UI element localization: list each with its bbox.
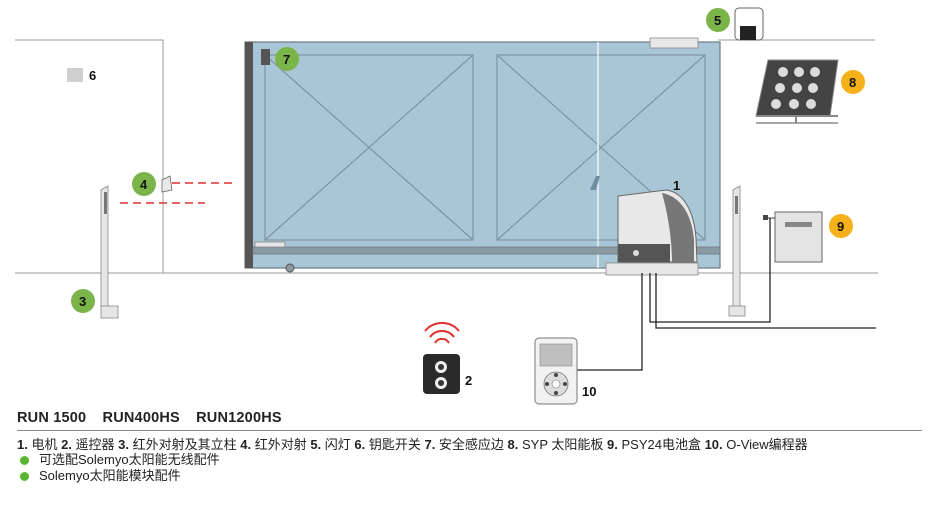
safety-edge-label: 7 — [283, 52, 290, 67]
note-text: 可选配Solemyo太阳能无线配件 — [39, 452, 220, 467]
legend-text: PSY24电池盒 — [617, 437, 701, 452]
key-switch-label: 6 — [89, 68, 96, 83]
legend-num: 9. — [607, 437, 618, 452]
divider — [17, 430, 922, 431]
model-list: RUN 1500 RUN400HS RUN1200HS — [17, 410, 922, 426]
legend-num: 10. — [704, 437, 723, 452]
motor-device — [605, 189, 699, 276]
model-name: RUN400HS — [102, 410, 180, 426]
legend-num: 2. — [61, 437, 72, 452]
safety-edge-badge — [275, 47, 299, 71]
photocell-post-left — [100, 185, 119, 319]
photocell-device — [161, 175, 173, 193]
motor-label: 1 — [673, 178, 680, 193]
programmer-label: 10 — [582, 384, 596, 399]
solar-panel-device — [755, 59, 839, 124]
legend-text: 电机 — [27, 437, 62, 452]
note-solar-module: Solemyo太阳能模块配件 — [17, 468, 922, 484]
legend-text: 红外对射 — [251, 437, 311, 452]
legend-num: 3. — [118, 437, 129, 452]
key-switch-device — [67, 68, 83, 82]
photocell-badge — [132, 172, 156, 196]
flashing-light-label: 5 — [714, 13, 721, 28]
battery-box-badge — [829, 214, 853, 238]
legend-num: 5. — [310, 437, 322, 452]
photocell-post-right — [728, 185, 746, 317]
battery-box-device — [774, 211, 823, 263]
photocell-post-badge — [71, 289, 95, 313]
caption: RUN 1500 RUN400HS RUN1200HS 1. 电机 2. 遥控器… — [17, 410, 922, 484]
note-text: Solemyo太阳能模块配件 — [39, 468, 181, 483]
legend-num: 8. — [507, 437, 519, 452]
cable-battery — [655, 273, 876, 329]
legend-text: O-View编程器 — [722, 437, 808, 452]
green-dot-icon — [20, 471, 29, 481]
note-optional-wireless: 可选配Solemyo太阳能无线配件 — [17, 452, 922, 468]
legend-num: 6. — [354, 437, 366, 452]
legend-num: 7. — [424, 437, 436, 452]
programmer-device — [534, 337, 578, 405]
solar-panel-badge — [841, 70, 865, 94]
legend-text: SYP 太阳能板 — [518, 437, 608, 452]
remote-device — [423, 321, 460, 394]
photocell-label: 4 — [140, 177, 148, 192]
cable-accessories — [649, 218, 771, 323]
green-dot-icon — [20, 455, 29, 465]
legend-text: 安全感应边 — [435, 437, 508, 452]
legend-text: 闪灯 — [321, 437, 355, 452]
gate-system-diagram: 6 7 5 8 4 — [15, 7, 878, 405]
safety-edge-device — [261, 49, 270, 65]
solar-panel-label: 8 — [849, 75, 856, 90]
legend-text: 遥控器 — [71, 437, 119, 452]
lamp-bracket — [649, 37, 699, 49]
battery-box-label: 9 — [837, 219, 844, 234]
flashing-light-badge — [706, 8, 730, 32]
legend-text: 红外对射及其立柱 — [129, 437, 241, 452]
remote-label: 2 — [465, 373, 472, 388]
model-name: RUN 1500 — [17, 410, 87, 426]
legend-text: 钥匙开关 — [365, 437, 425, 452]
photocell-post-label: 3 — [79, 294, 86, 309]
model-name: RUN1200HS — [196, 410, 282, 426]
legend: 1. 电机 2. 遥控器 3. 红外对射及其立柱 4. 红外对射 5. 闪灯 6… — [17, 437, 922, 452]
left-wall — [15, 39, 164, 273]
legend-num: 4. — [240, 437, 252, 452]
cable-programmer — [577, 273, 643, 371]
legend-num: 1. — [17, 437, 28, 452]
